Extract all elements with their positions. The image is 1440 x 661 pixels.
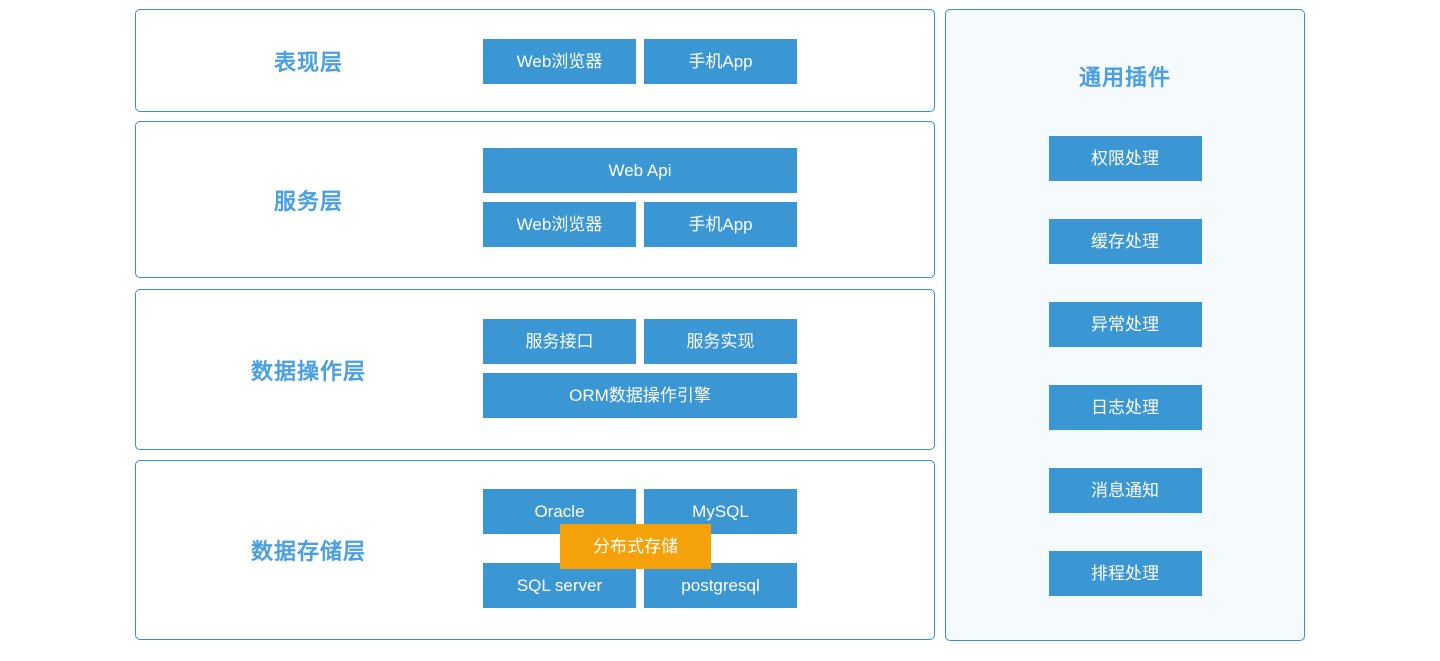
node-row: Web浏览器 手机App — [483, 202, 797, 247]
node-sql-server[interactable]: SQL server — [483, 563, 636, 608]
layer-label-data-operation: 数据操作层 — [250, 358, 366, 384]
node-mobile-app-client[interactable]: 手机App — [644, 202, 797, 247]
node-service-interface[interactable]: 服务接口 — [483, 319, 636, 364]
plugin-item-permission[interactable]: 权限处理 — [1048, 136, 1202, 181]
node-row: ORM数据操作引擎 — [483, 373, 797, 418]
plugin-item-logging[interactable]: 日志处理 — [1048, 385, 1202, 430]
node-web-browser-client[interactable]: Web浏览器 — [483, 202, 636, 247]
layer-panel-presentation: 表现层 Web浏览器 手机App — [135, 9, 935, 112]
layer-label-data-storage: 数据存储层 — [250, 539, 366, 564]
plugin-item-cache[interactable]: 缓存处理 — [1048, 219, 1202, 264]
layer-label-service: 服务层 — [273, 188, 343, 214]
node-mobile-app[interactable]: 手机App — [644, 39, 797, 84]
layer-panel-service: 服务层 Web Api Web浏览器 手机App — [135, 121, 935, 278]
plugin-item-exception[interactable]: 异常处理 — [1048, 302, 1202, 347]
node-row: Web浏览器 手机App — [483, 39, 797, 84]
node-row: Web Api — [483, 148, 797, 193]
node-web-browser[interactable]: Web浏览器 — [483, 39, 636, 84]
node-row: 服务接口 服务实现 — [483, 319, 797, 364]
layer-node-area-service: Web Api Web浏览器 手机App — [483, 148, 797, 247]
plugin-list: 权限处理 缓存处理 异常处理 日志处理 消息通知 排程处理 — [946, 136, 1304, 596]
plugin-panel: 通用插件 权限处理 缓存处理 异常处理 日志处理 消息通知 排程处理 — [945, 9, 1305, 641]
node-web-api[interactable]: Web Api — [483, 148, 797, 193]
layer-label-presentation: 表现层 — [273, 49, 343, 75]
node-postgresql[interactable]: postgresql — [644, 563, 797, 608]
node-row: SQL server postgresql — [483, 563, 797, 608]
node-distributed-storage[interactable]: 分布式存储 — [560, 524, 711, 569]
layer-panel-data-storage: 数据存储层 Oracle MySQL SQL server postgresql — [135, 460, 935, 640]
layer-panel-data-operation: 数据操作层 服务接口 服务实现 ORM数据操作引擎 — [135, 289, 935, 450]
layer-node-area-presentation: Web浏览器 手机App — [483, 39, 797, 84]
plugin-item-notification[interactable]: 消息通知 — [1048, 468, 1202, 513]
plugin-panel-title: 通用插件 — [1078, 65, 1171, 90]
node-oracle[interactable]: Oracle — [483, 489, 636, 534]
plugin-item-scheduling[interactable]: 排程处理 — [1048, 551, 1202, 596]
node-orm-engine[interactable]: ORM数据操作引擎 — [483, 373, 797, 418]
node-service-implementation[interactable]: 服务实现 — [644, 319, 797, 364]
layer-node-area-data-operation: 服务接口 服务实现 ORM数据操作引擎 — [483, 319, 797, 418]
